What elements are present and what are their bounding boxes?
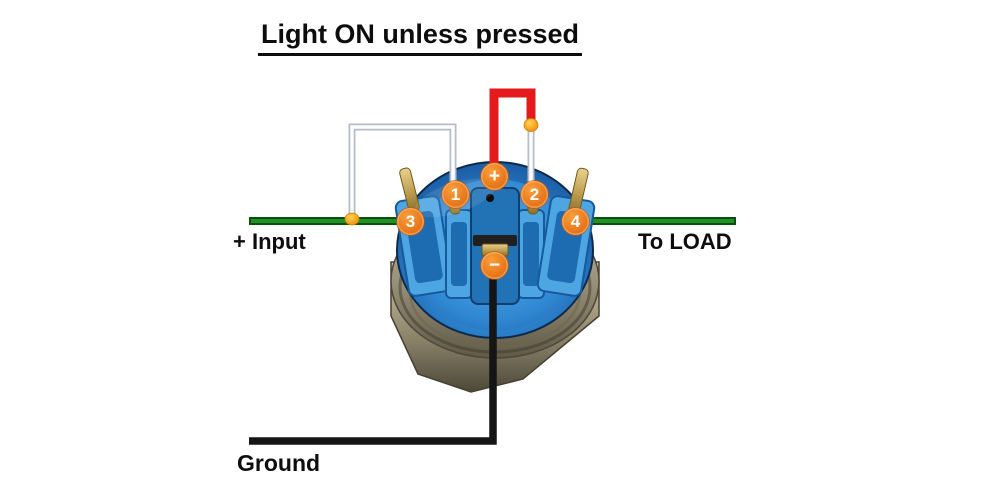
terminal-marker-4: 4 [562, 208, 589, 235]
ground-wire [249, 264, 497, 445]
load-label: To LOAD [638, 229, 732, 254]
junction-dot-terminal2 [523, 118, 539, 132]
terminal-marker-plus: + [481, 163, 508, 190]
terminal-marker-minus: − [481, 252, 508, 279]
center-pin-dot [486, 194, 494, 202]
terminal-marker-1: 1 [442, 181, 469, 208]
input-label: + Input [233, 229, 306, 254]
junction-dot-input [344, 212, 360, 226]
terminal-marker-2: 2 [521, 181, 548, 208]
diagram-title: Light ON unless pressed [257, 19, 583, 56]
terminal-marker-3: 3 [397, 208, 424, 235]
led-positive-wire [489, 88, 536, 174]
ground-label: Ground [237, 450, 321, 476]
